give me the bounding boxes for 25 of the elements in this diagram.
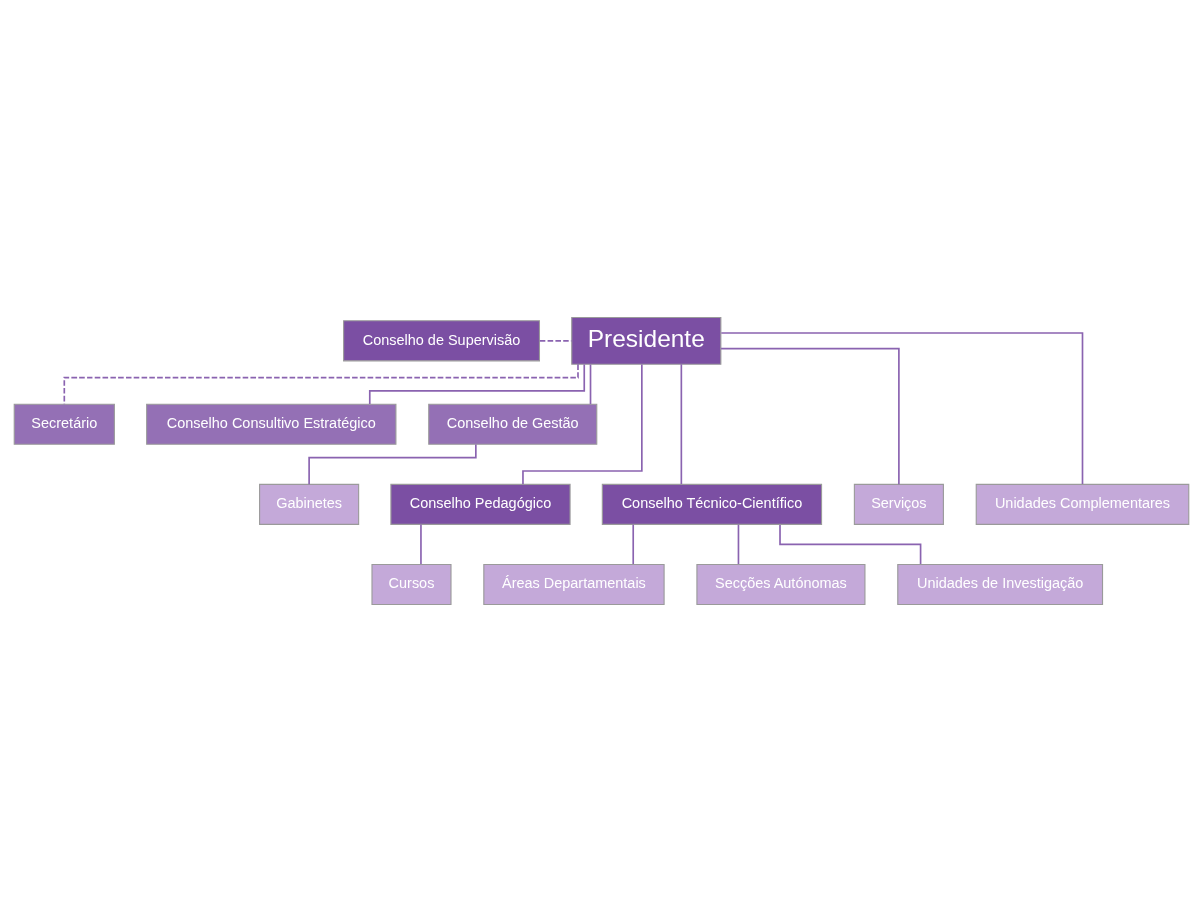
node-box: Conselho Técnico-Científico — [601, 483, 823, 525]
node-box: Presidente — [571, 316, 722, 365]
connector — [420, 523, 422, 565]
connector — [589, 363, 592, 406]
connector — [720, 332, 1084, 485]
node-box: Secções Autónomas — [696, 563, 866, 606]
node-box: Conselho de Supervisão — [343, 320, 540, 362]
connector — [680, 363, 683, 485]
node-box: Conselho Pedagógico — [390, 483, 571, 525]
node-box: Unidades Complementares — [975, 483, 1190, 525]
connector — [720, 347, 900, 486]
connector — [779, 524, 922, 565]
node-box: Cursos — [371, 563, 452, 606]
node-box: Serviços — [853, 483, 944, 525]
node-box: Secretário — [13, 403, 115, 445]
connector — [368, 363, 586, 405]
connector — [632, 523, 635, 565]
node-box: Áreas Departamentais — [483, 563, 665, 606]
node-box: Conselho Consultivo Estratégico — [146, 403, 397, 445]
node-box: Gabinetes — [259, 483, 360, 525]
connector — [737, 523, 740, 565]
node-box: Unidades de Investigação — [897, 563, 1104, 606]
connector — [522, 363, 643, 486]
connector — [308, 443, 477, 486]
node-box: Conselho de Gestão — [428, 403, 598, 445]
